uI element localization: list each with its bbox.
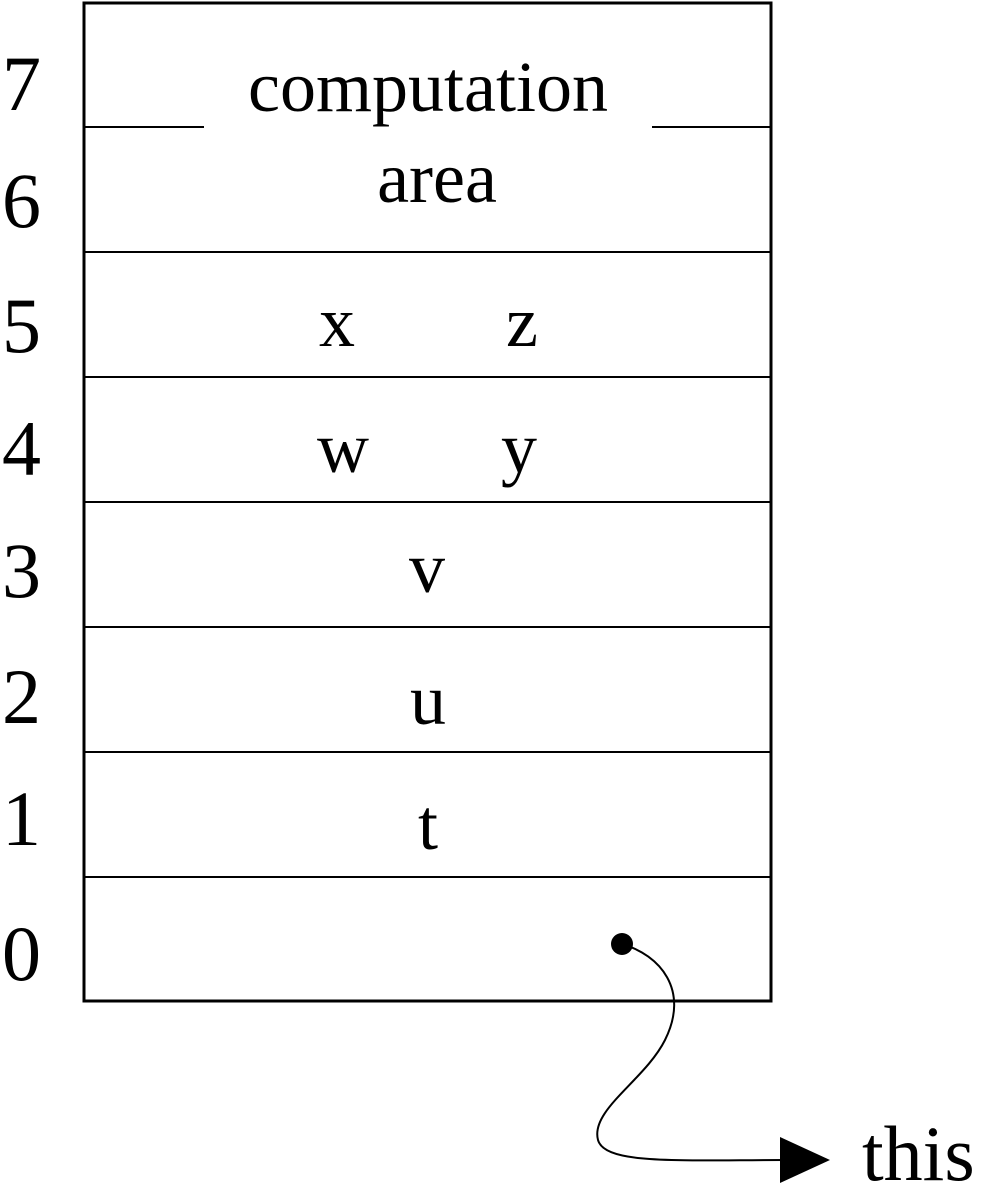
pointer-curve <box>596 943 786 1162</box>
slot-row3: v <box>409 528 445 608</box>
row-index-4: 4 <box>2 405 41 492</box>
row-index-3: 3 <box>2 527 41 614</box>
row-index-6: 6 <box>2 157 41 244</box>
row-index-1: 1 <box>2 775 41 862</box>
slot-row2: u <box>410 660 446 740</box>
row-index-0: 0 <box>2 910 41 997</box>
slot-row1: t <box>418 785 438 865</box>
slot-row4-left: w <box>317 408 369 488</box>
slot-row4-right: y <box>501 408 537 488</box>
row-index-2: 2 <box>2 653 41 740</box>
pointer-arrowhead <box>780 1137 830 1183</box>
computation-area-label-line1: computation <box>248 47 608 127</box>
slot-row5-right: z <box>506 282 538 362</box>
computation-area-label-line2: area <box>377 138 497 218</box>
row-index-5: 5 <box>2 282 41 369</box>
row-index-7: 7 <box>2 40 41 127</box>
pointer-target-label: this <box>862 1110 975 1197</box>
slot-row5-left: x <box>319 282 355 362</box>
